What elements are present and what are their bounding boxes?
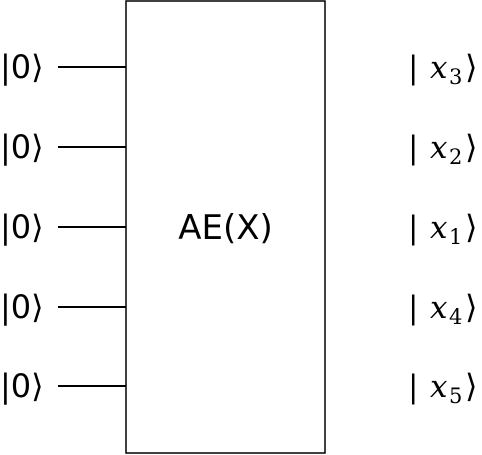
output-ket-close: ⟩ [465, 367, 477, 405]
output-ket-variable: x [430, 210, 448, 246]
output-ket-variable: x [430, 369, 448, 405]
output-ket-variable: x [430, 130, 448, 166]
output-ket-bar: | [408, 210, 418, 246]
output-ket-bar: | [408, 130, 418, 166]
ae-gate-box [125, 0, 326, 454]
output-ket-close: ⟩ [465, 208, 477, 246]
input-ket-label: |0⟩ [0, 367, 44, 405]
output-ket-bar: | [408, 50, 418, 86]
input-ket-label: |0⟩ [0, 208, 44, 246]
output-ket-subscript: 1 [449, 225, 462, 249]
input-ket-label: |0⟩ [0, 288, 44, 326]
output-ket-subscript: 2 [449, 145, 462, 169]
output-ket-subscript: 5 [449, 384, 462, 408]
output-ket-close: ⟩ [465, 288, 477, 326]
input-ket-label: |0⟩ [0, 128, 44, 166]
output-ket-close: ⟩ [465, 48, 477, 86]
output-ket-close: ⟩ [465, 128, 477, 166]
gate-label: AE(X) [178, 208, 273, 248]
output-ket-subscript: 3 [449, 65, 462, 89]
input-wires [58, 66, 126, 387]
input-ket-label: |0⟩ [0, 48, 44, 86]
output-ket-variable: x [430, 50, 448, 86]
input-kets: |0⟩ |0⟩ |0⟩ |0⟩ |0⟩ [0, 48, 44, 405]
output-ket-bar: | [408, 369, 418, 405]
output-ket-variable: x [430, 290, 448, 326]
output-ket-subscript: 4 [449, 305, 462, 329]
output-ket-bar: | [408, 290, 418, 326]
